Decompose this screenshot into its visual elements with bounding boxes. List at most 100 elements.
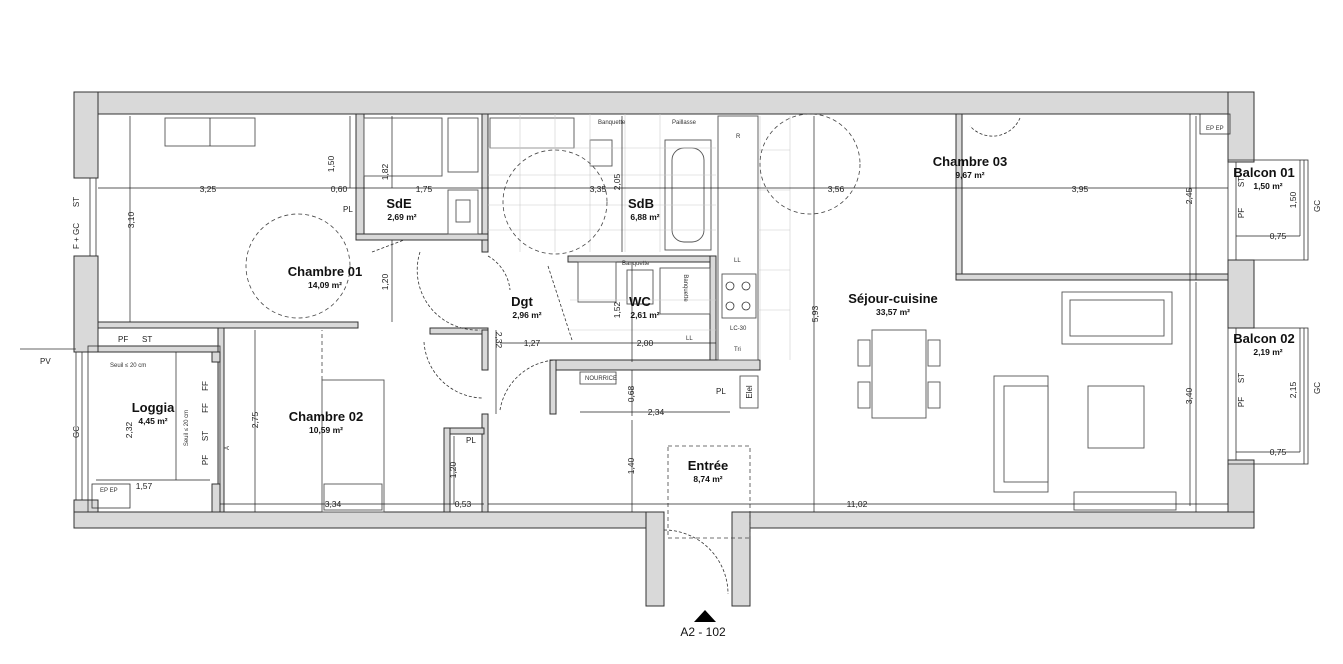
gc-label: GC <box>1313 382 1322 394</box>
dim-1-82: 1,82 <box>380 163 390 180</box>
paillasse-label: Paillasse <box>672 120 697 126</box>
entry-arrow <box>694 610 716 622</box>
dim-0-68: 0,68 <box>626 385 636 402</box>
dgt-name: Dgt <box>511 294 533 309</box>
dim-1-57: 1,57 <box>136 481 153 491</box>
dim-2-15: 2,15 <box>1288 381 1298 398</box>
dim-1-52: 1,52 <box>612 301 622 318</box>
banquette-label: Banquette <box>682 274 688 302</box>
windows <box>20 162 1237 500</box>
pf-label: PF <box>118 335 128 344</box>
plan-reference: A2 - 102 <box>680 625 726 639</box>
dim-3-40: 3,40 <box>1184 387 1194 404</box>
dim-0-60: 0,60 <box>331 184 348 194</box>
dim-3-56: 3,56 <box>828 184 845 194</box>
seuil-label: Seuil ≤ 20 cm <box>184 410 190 446</box>
wc-name: WC <box>629 294 651 309</box>
seuil-label: Seuil ≤ 20 cm <box>110 363 146 369</box>
chambre02-name: Chambre 02 <box>289 409 363 424</box>
dim-2-45: 2,45 <box>1184 187 1194 204</box>
dim-1-40: 1,40 <box>626 457 636 474</box>
sejour-area: 33,57 m² <box>876 307 910 317</box>
gc-label: GC <box>1313 200 1322 212</box>
dim-1-50: 1,50 <box>326 155 336 172</box>
wc-area: 2,61 m² <box>630 310 659 320</box>
sde-name: SdE <box>386 196 412 211</box>
dim-1-20b: 1,20 <box>448 461 458 478</box>
dim-3-10: 3,10 <box>126 211 136 228</box>
st-label: ST <box>142 335 152 344</box>
turning-circles <box>245 113 861 539</box>
st-label: ST <box>1237 177 1246 187</box>
chambre03-area: 9,67 m² <box>955 170 984 180</box>
outer-walls <box>73 91 1255 607</box>
chambre01-name: Chambre 01 <box>288 264 362 279</box>
nourrice-label: NOURRICE <box>585 376 617 382</box>
pl-label: PL <box>716 387 726 396</box>
ep-box-left <box>91 483 131 509</box>
pv-label: PV <box>40 357 51 366</box>
dim-1-27: 1,27 <box>524 338 541 348</box>
dim-3-95: 3,95 <box>1072 184 1089 194</box>
balcon01-area: 1,50 m² <box>1253 181 1282 191</box>
chambre02-area: 10,59 m² <box>309 425 343 435</box>
dim-2-75: 2,75 <box>250 411 260 428</box>
dim-3-34: 3,34 <box>325 499 342 509</box>
dimension-texts: 3,25 3,10 1,50 0,60 1,82 1,75 3,35 2,05 … <box>124 155 1298 509</box>
dim-0-53: 0,53 <box>455 499 472 509</box>
tri-label: Tri <box>734 347 741 353</box>
ep-label: EP EP <box>100 488 118 494</box>
lc30-label: LC-30 <box>730 326 747 332</box>
a-marker: A <box>225 446 231 450</box>
entree-area: 8,74 m² <box>693 474 722 484</box>
dim-5-93: 5,93 <box>810 305 820 322</box>
interior-walls <box>97 113 1229 513</box>
pl-label: PL <box>343 205 353 214</box>
balcon02-name: Balcon 02 <box>1233 331 1294 346</box>
dim-11-02: 11,02 <box>847 499 868 509</box>
tile-grids <box>488 114 791 360</box>
sdb-name: SdB <box>628 196 654 211</box>
dgt-area: 2,96 m² <box>512 310 541 320</box>
dim-2-00: 2,00 <box>637 338 654 348</box>
pl-label: PL <box>466 436 476 445</box>
dim-1-50b: 1,50 <box>1288 191 1298 208</box>
fgc-label: F + GC <box>72 223 81 249</box>
st-label: ST <box>1237 373 1246 383</box>
doors <box>371 117 1021 622</box>
ll-label: LL <box>734 258 741 264</box>
sde-area: 2,69 m² <box>387 212 416 222</box>
banquette-label: Banquette <box>622 261 650 267</box>
furniture <box>164 115 1177 513</box>
sdb-area: 6,88 m² <box>630 212 659 222</box>
dim-1-75: 1,75 <box>416 184 433 194</box>
balcon02-area: 2,19 m² <box>1253 347 1282 357</box>
entree-name: Entrée <box>688 458 728 473</box>
loggia-name: Loggia <box>132 400 175 415</box>
loggia-area: 4,45 m² <box>138 416 167 426</box>
sejour-name: Séjour-cuisine <box>848 291 938 306</box>
dim-2-34: 2,34 <box>648 407 665 417</box>
dim-3-25: 3,25 <box>200 184 217 194</box>
st-label: ST <box>201 431 210 441</box>
pf-label: PF <box>201 455 210 465</box>
dim-0-75b: 0,75 <box>1270 447 1287 457</box>
ep-label: EP EP <box>1206 126 1224 132</box>
loggia-outline <box>87 345 221 513</box>
dimension-lines <box>96 114 1301 512</box>
elec-label: Elel <box>745 385 754 399</box>
fridge-label: R <box>736 134 741 140</box>
balcon01-name: Balcon 01 <box>1233 165 1294 180</box>
pf-label: PF <box>1237 397 1246 407</box>
dim-1-20: 1,20 <box>380 273 390 290</box>
chambre03-name: Chambre 03 <box>933 154 1007 169</box>
ll-label: LL <box>686 336 693 342</box>
tags: PL PL PL PF ST FF FF ST PF PF ST PF ST G… <box>40 120 1322 494</box>
st-label: ST <box>72 197 81 207</box>
ff-label: FF <box>201 381 210 391</box>
balconies <box>1199 113 1309 465</box>
dim-3-35: 3,35 <box>590 184 607 194</box>
dim-2-32a: 2,32 <box>494 332 504 349</box>
chambre01-area: 14,09 m² <box>308 280 342 290</box>
